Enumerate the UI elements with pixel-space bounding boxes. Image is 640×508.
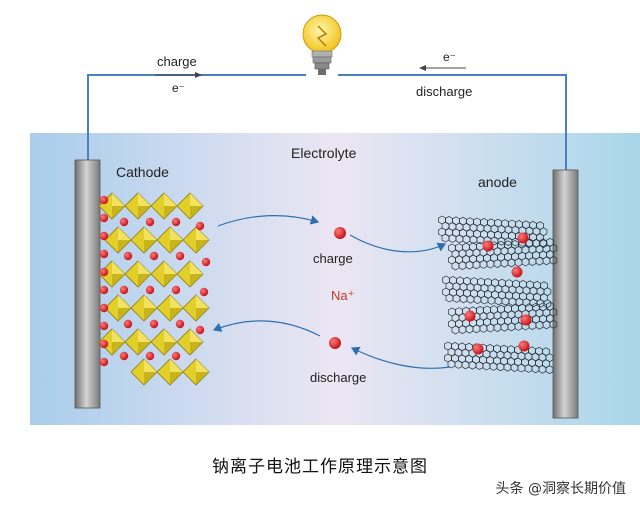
wire-discharge-label: discharge — [416, 84, 473, 99]
cathode-label: Cathode — [116, 164, 169, 180]
sodium-ion — [99, 357, 109, 367]
sodium-ion — [149, 319, 159, 329]
octahedron — [156, 358, 184, 386]
discharge-label: discharge — [310, 370, 367, 385]
electrolyte-label: Electrolyte — [291, 145, 357, 161]
sodium-ion — [99, 195, 109, 205]
sodium-ion — [99, 339, 109, 349]
octahedron — [98, 328, 126, 356]
sodium-ion — [464, 310, 476, 322]
sodium-ion-label: Na⁺ — [331, 288, 355, 303]
light-bulb-icon — [302, 14, 342, 75]
octahedron — [130, 226, 158, 254]
octahedron — [176, 328, 204, 356]
octahedron — [130, 358, 158, 386]
sodium-ion — [99, 285, 109, 295]
sodium-ion — [149, 251, 159, 261]
sodium-ion — [201, 257, 211, 267]
sodium-ion-discharge — [329, 337, 341, 349]
sodium-ion — [171, 285, 181, 295]
octahedron — [104, 226, 132, 254]
sodium-ion — [171, 217, 181, 227]
octahedron — [124, 260, 152, 288]
sodium-ion — [99, 231, 109, 241]
sodium-ion — [99, 303, 109, 313]
sodium-ion — [511, 266, 523, 278]
sodium-ion — [99, 321, 109, 331]
sodium-ion-charge — [334, 227, 346, 239]
sodium-ion — [145, 285, 155, 295]
sodium-ion — [195, 221, 205, 231]
wire-electron-left-label: e⁻ — [172, 81, 186, 95]
sodium-ion — [123, 251, 133, 261]
figure-caption: 钠离子电池工作原理示意图 — [212, 457, 428, 477]
octahedron — [104, 294, 132, 322]
discharge-migration-arrow-2 — [212, 320, 321, 337]
octahedron — [150, 328, 178, 356]
external-wire — [87, 74, 567, 170]
sodium-ion — [99, 249, 109, 259]
sodium-ion — [99, 213, 109, 223]
sodium-ion — [517, 232, 529, 244]
sodium-ion — [99, 267, 109, 277]
cathode-crystal-structure — [98, 192, 211, 386]
octahedron — [182, 358, 210, 386]
anode-electrode — [552, 169, 579, 419]
sodium-ion — [175, 319, 185, 329]
anode-graphite-layers — [438, 215, 558, 375]
charge-migration-arrow-2 — [349, 234, 447, 253]
sodium-ion — [199, 287, 209, 297]
wire-charge-label: charge — [157, 54, 197, 69]
wire-electron-right-label: e⁻ — [443, 50, 457, 64]
charge-label: charge — [313, 251, 353, 266]
octahedron — [124, 328, 152, 356]
sodium-ion — [145, 217, 155, 227]
sodium-ion — [119, 285, 129, 295]
octahedron — [150, 192, 178, 220]
sodium-ion — [123, 319, 133, 329]
octahedron — [156, 226, 184, 254]
sodium-ion — [520, 314, 532, 326]
discharge-migration-arrow — [350, 346, 451, 369]
cathode-electrode — [74, 159, 101, 409]
octahedron — [130, 294, 158, 322]
sodium-ion — [119, 217, 129, 227]
sodium-ion — [518, 340, 530, 352]
octahedron — [150, 260, 178, 288]
sodium-ion — [175, 251, 185, 261]
octahedron — [124, 192, 152, 220]
sodium-ion — [472, 343, 484, 355]
octahedron — [176, 192, 204, 220]
octahedron — [176, 260, 204, 288]
octahedron — [182, 226, 210, 254]
graphite-sheet — [448, 237, 558, 271]
graphite-sheet — [444, 341, 554, 375]
sodium-ion — [482, 240, 494, 252]
charge-migration-arrow — [217, 215, 320, 227]
watermark: 头条 @洞察长期价值 — [495, 481, 626, 497]
sodium-ion — [119, 351, 129, 361]
anode-label: anode — [478, 174, 517, 190]
sodium-ion — [145, 351, 155, 361]
sodium-ion — [171, 351, 181, 361]
octahedron — [156, 294, 184, 322]
graphite-sheet — [442, 275, 552, 309]
graphite-sheet — [438, 215, 548, 249]
octahedron — [182, 294, 210, 322]
sodium-ion — [195, 325, 205, 335]
